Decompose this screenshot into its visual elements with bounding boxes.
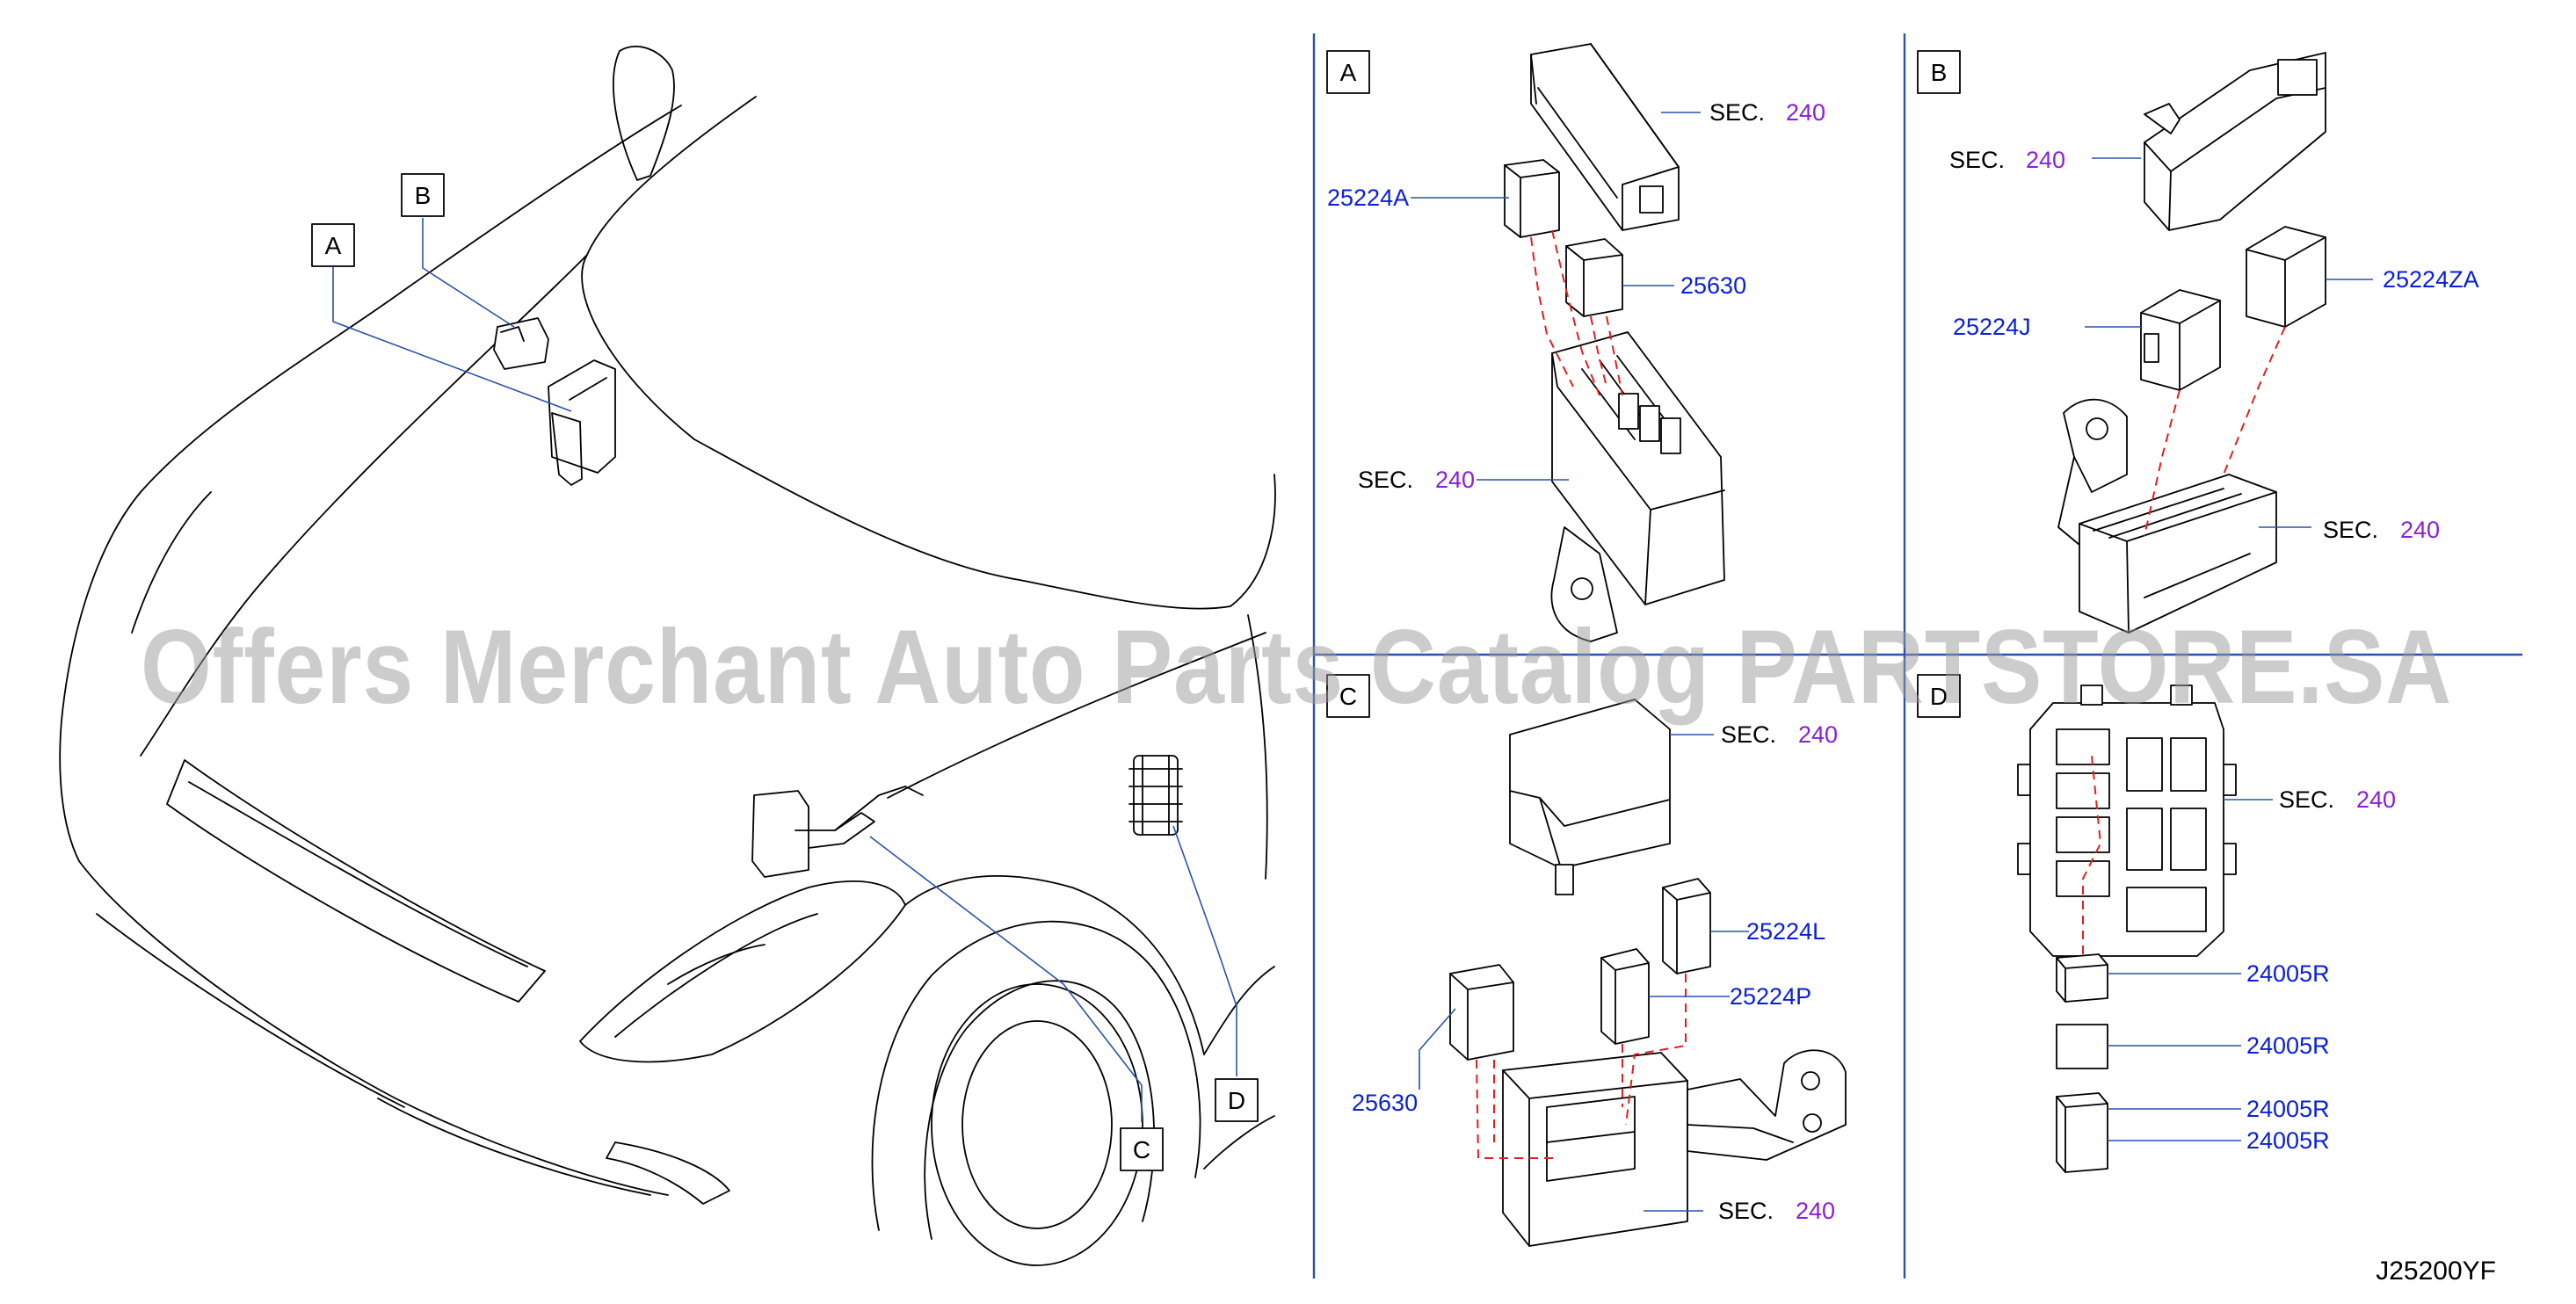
panel-a-part-25630: 25630 bbox=[1680, 272, 1746, 299]
panel-b-sec-bottom: SEC. bbox=[2323, 517, 2378, 543]
panel-d: D SEC. 240 24005R 24005R 24005 bbox=[1917, 674, 2396, 1173]
overview-callout-c: C bbox=[1133, 1136, 1150, 1163]
panel-d-sec-top: SEC. bbox=[2279, 786, 2334, 813]
panel-c-part-25224l: 25224L bbox=[1746, 918, 1825, 945]
panel-b: B SEC. 240 25224ZA 25224J SEC. bbox=[1917, 50, 2479, 634]
panel-b-sec-bottom-num: 240 bbox=[2400, 517, 2440, 543]
panel-b-part-25224za: 25224ZA bbox=[2383, 266, 2479, 293]
overview-component-a bbox=[548, 359, 616, 486]
diagram-code: J25200YF bbox=[2376, 1257, 2496, 1286]
watermark-text: Offers Merchant Auto Parts Catalog PARTS… bbox=[141, 608, 2452, 726]
panel-a-sec-bottom-num: 240 bbox=[1435, 467, 1475, 493]
panel-a-sec-top: SEC. bbox=[1709, 99, 1765, 126]
panel-c-part-25224p: 25224P bbox=[1730, 983, 1811, 1010]
panel-a-sec-bottom: SEC. bbox=[1358, 467, 1413, 493]
panel-c: C SEC. 240 252 bbox=[1326, 674, 1847, 1247]
panel-b-sec-top-num: 240 bbox=[2026, 147, 2065, 173]
overview-callout-a: A bbox=[325, 232, 342, 259]
panel-c-sec-bottom: SEC. bbox=[1718, 1198, 1774, 1224]
panel-c-callout: C bbox=[1339, 683, 1357, 710]
panel-d-callout: D bbox=[1930, 683, 1948, 710]
overview-callout-b: B bbox=[415, 182, 432, 209]
panel-c-sec-top: SEC. bbox=[1721, 721, 1776, 748]
panel-c-part-25630: 25630 bbox=[1352, 1090, 1418, 1116]
panel-d-part-24005r-1: 24005R bbox=[2246, 960, 2330, 987]
panel-d-part-24005r-4: 24005R bbox=[2246, 1127, 2330, 1154]
panel-a: A SEC. 240 25224A 25630 bbox=[1326, 43, 1825, 642]
panel-d-sec-top-num: 240 bbox=[2356, 786, 2396, 813]
overview-component-c bbox=[751, 632, 1266, 878]
panel-a-part-25224a: 25224A bbox=[1327, 185, 1409, 211]
panel-d-part-24005r-2: 24005R bbox=[2246, 1032, 2330, 1059]
overview-component-d bbox=[1128, 755, 1183, 836]
panel-b-callout: B bbox=[1931, 59, 1948, 86]
panel-b-part-25224j: 25224J bbox=[1953, 314, 2031, 340]
panel-b-sec-top: SEC. bbox=[1949, 147, 2005, 173]
panel-a-sec-top-num: 240 bbox=[1786, 99, 1825, 126]
panel-c-sec-top-num: 240 bbox=[1798, 721, 1838, 748]
panel-a-callout: A bbox=[1340, 59, 1357, 86]
overview-callout-d: D bbox=[1228, 1087, 1245, 1114]
vehicle-overview-illustration bbox=[59, 46, 1276, 1266]
panel-c-sec-bottom-num: 240 bbox=[1796, 1198, 1835, 1224]
overview-component-b bbox=[493, 317, 549, 370]
panel-d-part-24005r-3: 24005R bbox=[2246, 1096, 2330, 1122]
